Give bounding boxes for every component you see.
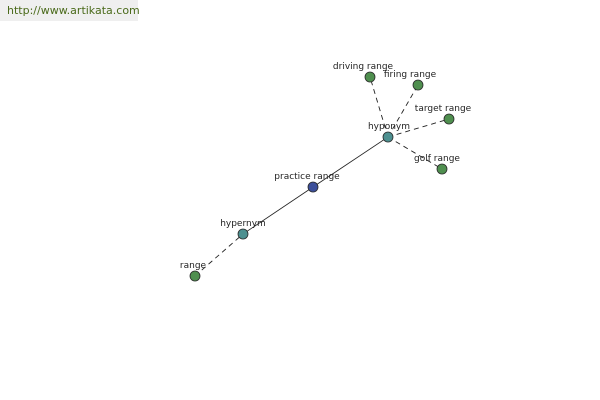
watermark-url[interactable]: http://www.artikata.com xyxy=(7,4,140,17)
edge-hyponym-target-range xyxy=(387,118,450,138)
node-firing-range[interactable] xyxy=(412,79,424,91)
edge-range-hypernym xyxy=(194,233,244,277)
label-hyponym: hyponym xyxy=(368,122,410,132)
node-range[interactable] xyxy=(189,270,201,282)
node-hypernym[interactable] xyxy=(237,228,249,240)
node-practice-range[interactable] xyxy=(307,181,319,193)
node-driving-range[interactable] xyxy=(364,71,376,83)
edge-hyponym-firing-range xyxy=(387,84,419,138)
node-golf-range[interactable] xyxy=(436,163,448,175)
watermark-box: http://www.artikata.com xyxy=(0,0,140,21)
label-target-range: target range xyxy=(415,104,472,114)
edge-hypernym-center xyxy=(242,186,314,235)
edge-hyponym-driving-range xyxy=(369,76,389,138)
label-practice-range: practice range xyxy=(274,172,340,182)
label-firing-range: firing range xyxy=(384,70,437,80)
edge-center-hyponym xyxy=(312,136,389,188)
edge-hyponym-golf-range xyxy=(387,136,443,170)
node-hyponym[interactable] xyxy=(382,131,394,143)
label-golf-range: golf range xyxy=(414,154,460,164)
node-target-range[interactable] xyxy=(443,113,455,125)
label-range: range xyxy=(180,261,207,271)
label-hypernym: hypernym xyxy=(220,219,266,229)
label-driving-range: driving range xyxy=(333,62,394,72)
